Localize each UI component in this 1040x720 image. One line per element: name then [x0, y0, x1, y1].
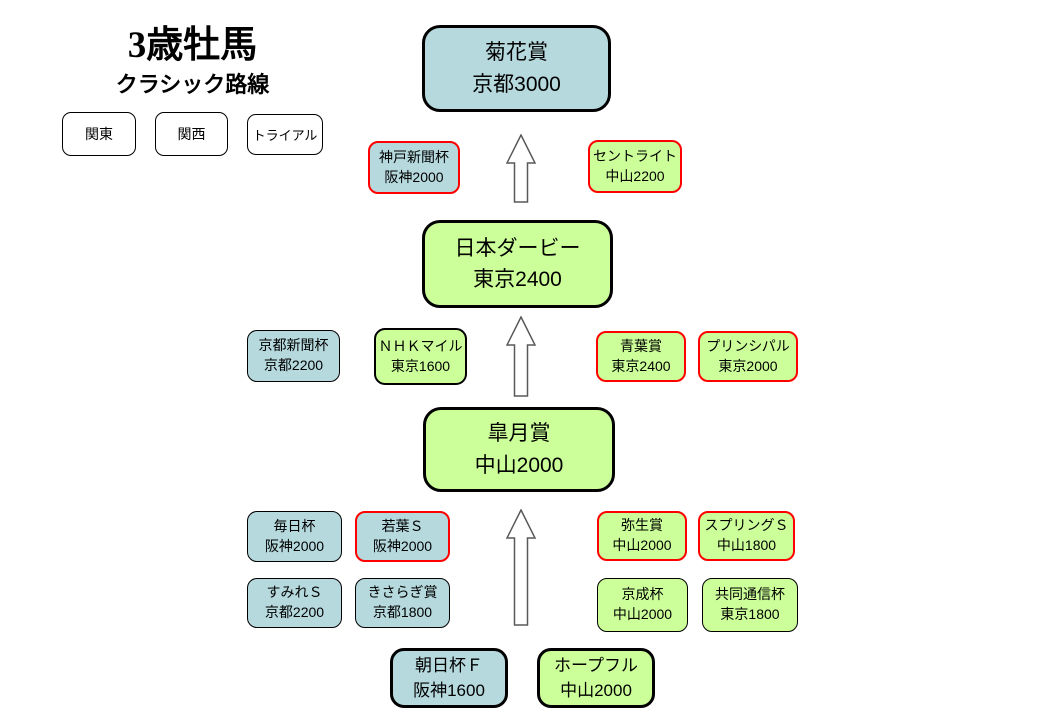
legend-trial: トライアル [247, 114, 323, 155]
race-course: 東京2400 [611, 357, 671, 374]
race-name: プリンシパル [706, 337, 790, 354]
race-course: 中山2200 [605, 167, 665, 184]
race-box-kyoto-shimbunhai: 京都新聞杯 京都2200 [247, 330, 340, 382]
race-name: 青葉賞 [620, 337, 662, 354]
race-name: セントライト [593, 147, 677, 164]
race-name: 京成杯 [621, 586, 664, 603]
race-box-st-lite: セントライト 中山2200 [588, 140, 682, 193]
race-course: 東京1800 [720, 606, 780, 622]
race-box-mainichi-hai: 毎日杯 阪神2000 [247, 511, 342, 562]
race-name: 共同通信杯 [715, 586, 785, 603]
race-course: 東京1600 [390, 357, 451, 374]
race-name: すみれＳ [266, 584, 323, 601]
race-box-kikkasho: 菊花賞 京都3000 [422, 25, 611, 112]
page-title: 3歳牡馬 [127, 25, 258, 66]
race-name: ホープフル [554, 655, 638, 675]
race-course: 阪神2000 [384, 168, 444, 185]
legend-trial-label: トライアル [252, 128, 318, 143]
race-box-hopeful: ホープフル 中山2000 [537, 648, 655, 708]
race-box-yayoi-sho: 弥生賞 中山2000 [597, 511, 687, 561]
up-arrow-icon [506, 316, 536, 397]
race-course: 京都1800 [372, 604, 433, 620]
up-arrow-icon [506, 509, 536, 626]
race-course: 中山1800 [716, 537, 777, 553]
race-name: 若葉Ｓ [381, 517, 424, 534]
race-course: 阪神1600 [413, 681, 485, 700]
race-box-satsuki-sho: 皐月賞 中山2000 [423, 407, 615, 492]
race-box-kyodo-tsushin-hai: 共同通信杯 東京1800 [702, 578, 798, 632]
race-box-principal: プリンシパル 東京2000 [698, 331, 798, 382]
legend-kansai-label: 関西 [177, 126, 206, 142]
race-name: 弥生賞 [621, 517, 663, 534]
race-course: 中山2000 [560, 681, 632, 700]
race-name: きさらぎ賞 [367, 584, 438, 601]
race-name: 京都新聞杯 [258, 337, 329, 354]
race-course: 中山2000 [612, 537, 672, 553]
race-course: 東京2000 [718, 357, 778, 374]
race-box-aoba-sho: 青葉賞 東京2400 [596, 331, 686, 382]
legend-kanto-label: 関東 [85, 126, 113, 142]
race-course: 阪神2000 [372, 537, 433, 554]
race-box-kobe-shimbunhai: 神戸新聞杯 阪神2000 [368, 141, 460, 194]
race-box-kisaragi-sho: きさらぎ賞 京都1800 [355, 578, 450, 628]
race-name: 皐月賞 [487, 422, 551, 445]
race-name: 朝日杯Ｆ [415, 655, 483, 675]
race-name: 日本ダービー [454, 236, 581, 260]
race-box-keisei-hai: 京成杯 中山2000 [597, 578, 688, 632]
race-course: 京都3000 [472, 72, 561, 96]
legend-kanto: 関東 [62, 112, 136, 156]
race-box-spring-s: スプリングＳ 中山1800 [698, 511, 795, 561]
legend-kansai: 関西 [155, 112, 228, 156]
race-course: 京都2200 [263, 357, 324, 373]
race-course: 中山2000 [474, 453, 564, 477]
race-name: 菊花賞 [485, 41, 548, 64]
race-box-derby: 日本ダービー 東京2400 [422, 220, 613, 308]
race-name: ＮＨＫマイル [378, 337, 463, 354]
race-course: 中山2000 [612, 606, 673, 622]
race-box-asahi-hai-f: 朝日杯Ｆ 阪神1600 [390, 648, 508, 708]
race-box-wakaba-s: 若葉Ｓ 阪神2000 [355, 511, 450, 562]
race-course: 京都2200 [264, 604, 325, 620]
up-arrow-icon [506, 134, 536, 203]
race-course: 阪神2000 [264, 537, 325, 554]
race-box-sumire-s: すみれＳ 京都2200 [247, 578, 342, 628]
page-subtitle: クラシック路線 [115, 72, 270, 97]
race-name: 毎日杯 [273, 517, 316, 534]
race-box-nhk-mile: ＮＨＫマイル 東京1600 [374, 328, 467, 385]
race-name: 神戸新聞杯 [379, 148, 449, 165]
race-name: スプリングＳ [704, 517, 789, 534]
race-course: 東京2400 [473, 268, 562, 291]
